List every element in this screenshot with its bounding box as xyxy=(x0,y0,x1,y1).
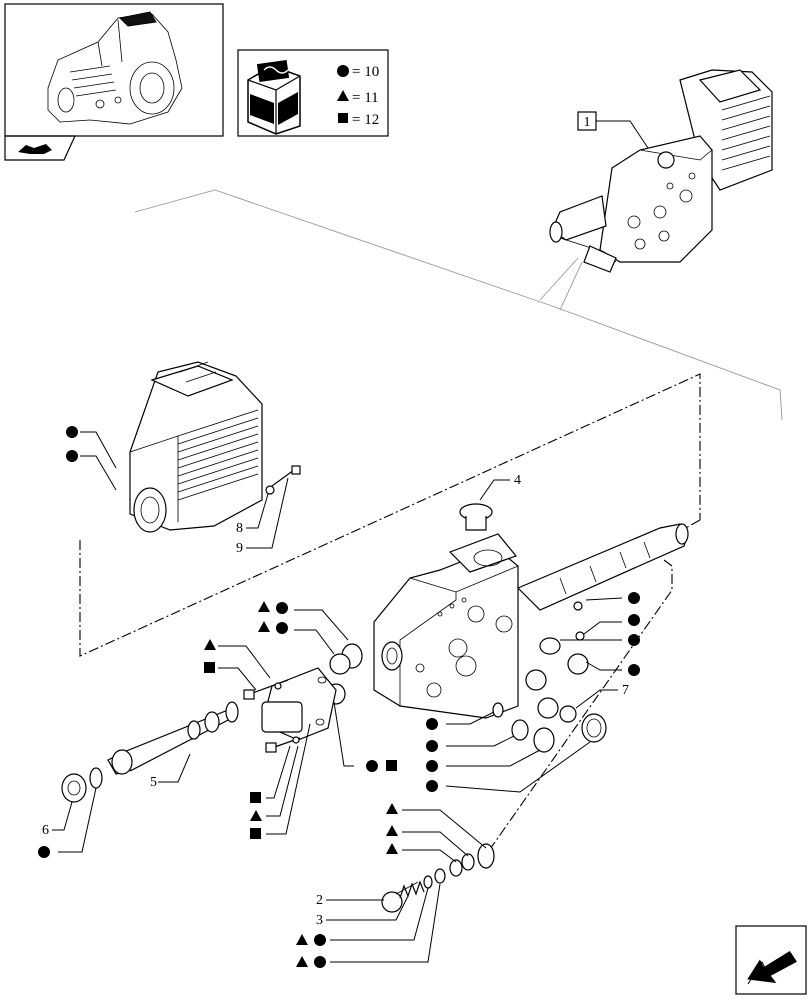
legend-square-text: = 12 xyxy=(352,112,379,128)
square-symbol xyxy=(338,113,348,123)
o-rings-right xyxy=(492,601,607,753)
plug-7: 7 xyxy=(559,683,629,723)
part-label-7: 7 xyxy=(622,683,629,698)
symbol-callouts xyxy=(38,426,640,968)
circle-symbol xyxy=(337,65,349,77)
legend-circle-text: = 10 xyxy=(352,64,379,80)
kit-label-right: KIT xyxy=(280,0,301,4)
valve-body xyxy=(373,533,519,719)
part-label-3: 3 xyxy=(316,913,323,928)
kit-label-left: KIT xyxy=(252,185,273,203)
relief-valve-group: 2 3 xyxy=(316,843,495,928)
spool xyxy=(516,523,689,611)
screws xyxy=(243,679,301,753)
part-label-9: 9 xyxy=(236,541,243,556)
reference-line-left xyxy=(134,189,783,421)
kit-box-icon: KIT KIT xyxy=(247,0,301,204)
plug-6: 6 xyxy=(42,767,103,838)
part-label-4: 4 xyxy=(514,473,521,488)
back-arrow-icon[interactable] xyxy=(18,144,52,154)
assembly-ref-number: 1 xyxy=(584,115,591,130)
kit-legend: KIT KIT = 10 = 11 = 12 xyxy=(237,0,389,204)
transmission-housing-thumbnail xyxy=(47,11,183,125)
reference-line-leader xyxy=(539,257,583,311)
valve-cover-housing xyxy=(129,361,263,533)
flange-plate xyxy=(261,667,337,741)
bolt-8-9: 8 9 xyxy=(236,465,301,556)
assembled-valve-illustration: 1 xyxy=(549,69,773,273)
callout-leaders xyxy=(58,431,623,963)
part-label-2: 2 xyxy=(316,893,323,908)
part-label-8: 8 xyxy=(236,521,243,536)
dashed-envelope-lower xyxy=(487,559,673,853)
assembly-ref-leader xyxy=(596,120,649,149)
part-label-6: 6 xyxy=(42,823,49,838)
thumbnail-panel[interactable] xyxy=(4,3,224,161)
shaft-5: 5 xyxy=(107,701,239,790)
part-label-5: 5 xyxy=(150,775,157,790)
next-page-arrow-icon[interactable] xyxy=(735,925,807,995)
legend-triangle-text: = 11 xyxy=(352,90,379,106)
plug-4: 4 xyxy=(459,473,521,531)
triangle-symbol xyxy=(337,90,349,101)
